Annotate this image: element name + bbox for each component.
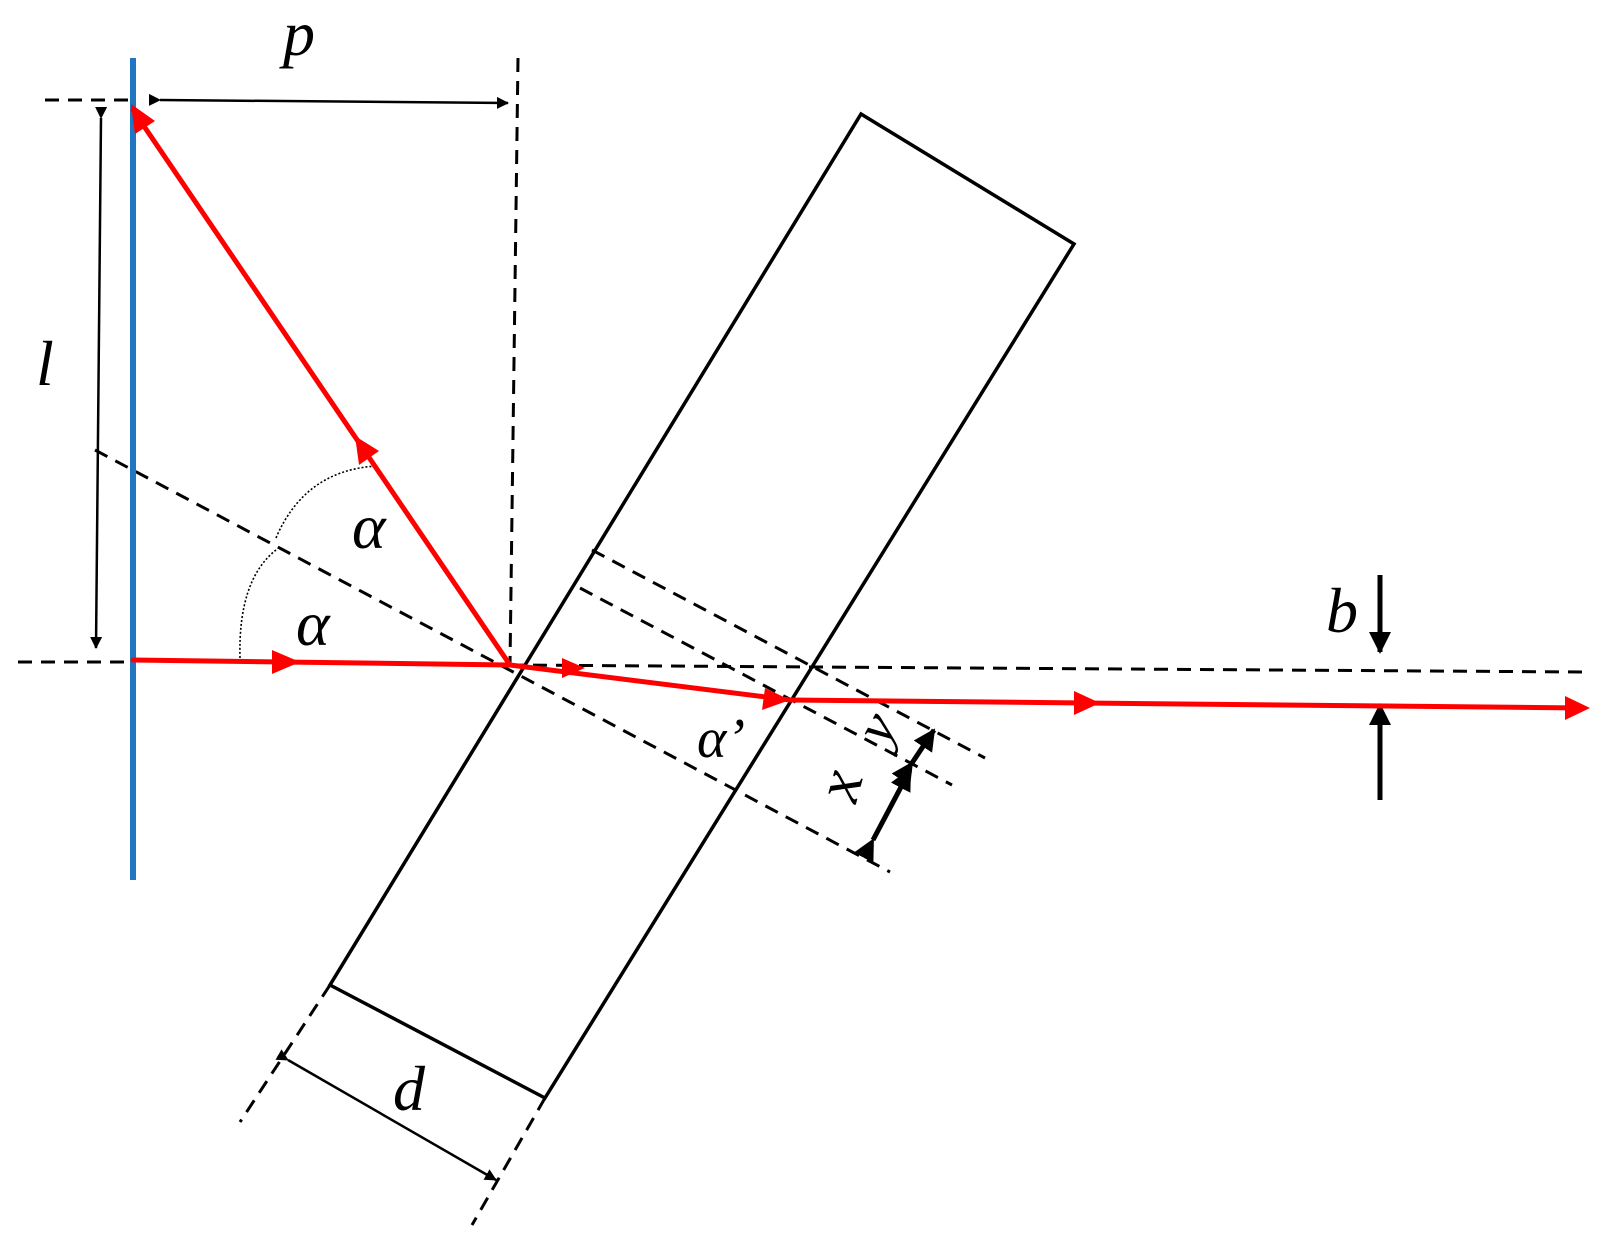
emergent-ray [787,697,1585,711]
reflected-ray-endpoint-arrowhead [131,104,155,134]
label-l: l [36,328,54,399]
glass-plate [327,111,1077,1101]
l-dimension-arrow [90,106,108,649]
y-dimension-arrow [891,728,937,786]
refracted-ray-arrowhead [762,688,790,710]
label-b: b [1326,575,1358,646]
reflected-ray [130,107,513,668]
dimension-arrows [90,93,509,1182]
plate-normal-line [94,448,891,874]
dashed-guides [18,57,1583,1226]
upper-angle-arc [275,465,378,539]
x-dimension-arrow [853,768,913,863]
label-alpha-upper: α [352,491,387,562]
reflected-ray-midpoint-arrowhead [355,436,379,465]
thick-dimension-arrows [853,575,1391,863]
d-extension-right [470,1097,547,1226]
incident-ray-arrowhead [272,650,300,674]
light-rays [130,107,1585,711]
incident-extension-line [509,663,1583,674]
normal-vertical-guide [508,57,520,666]
refracted-ray [507,662,793,703]
p-dimension-arrow [148,93,509,109]
label-alpha-lower: α [296,588,331,659]
incident-ray [130,657,513,668]
emergent-ray-midpoint-arrowhead [1074,691,1100,715]
d-extension-left [238,984,332,1123]
label-d: d [393,1053,426,1124]
label-x: x [801,762,877,809]
emergent-ray-end-arrowhead [1565,696,1590,720]
plate-normal-upper [591,548,986,760]
ray-arrowheads [131,104,1590,720]
angle-arcs [239,465,378,659]
plate-normal-middle [579,586,953,787]
label-alpha-prime: α’ [697,708,745,770]
label-p: p [279,0,315,69]
d-dimension-arrow [275,1049,497,1182]
entry-point-arrowhead [562,658,585,678]
lower-angle-arc [239,549,277,659]
label-y: y [841,702,910,758]
